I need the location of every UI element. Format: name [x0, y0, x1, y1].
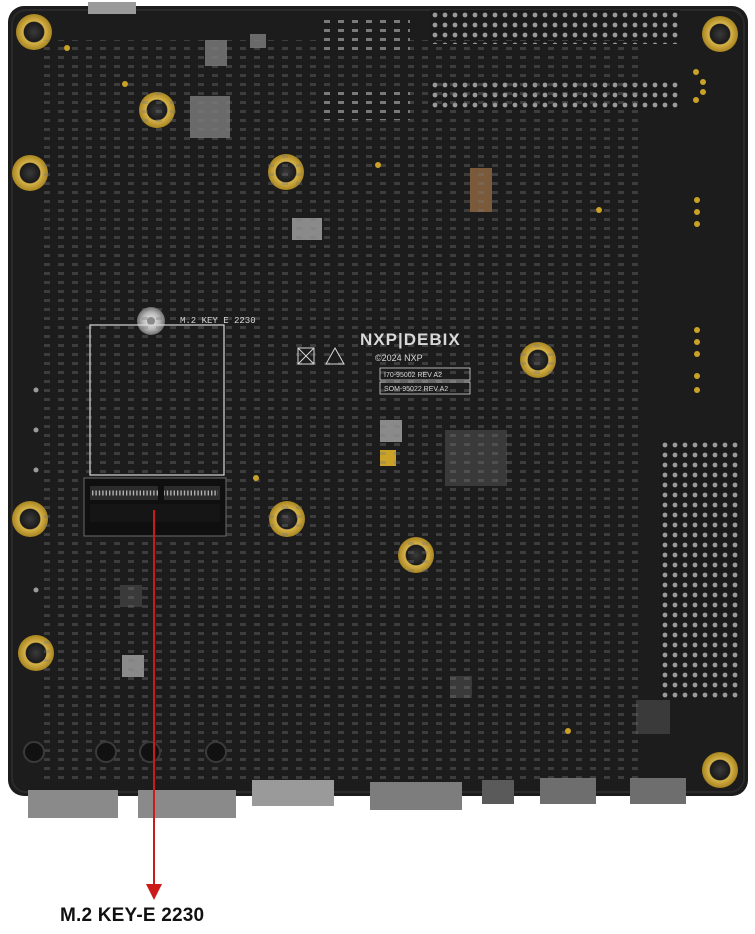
callout-arrow-head	[146, 884, 162, 900]
bottom-connectors	[28, 778, 686, 818]
m2-slot-silkscreen: M.2 KEY E 2230	[180, 316, 256, 326]
callout-label: M.2 KEY-E 2230	[60, 905, 205, 926]
copyright-mark: ©2024 NXP	[375, 353, 423, 363]
brand-logo: NXP|DEBIX	[360, 330, 461, 349]
rev-label-1: I70-95002 REV A2	[384, 372, 442, 379]
rev-label-2: SOM-95022 REV A2	[384, 386, 448, 393]
weee-icon	[297, 347, 315, 365]
m2-slot-outline	[89, 324, 225, 476]
esd-warning-icon	[325, 346, 345, 365]
